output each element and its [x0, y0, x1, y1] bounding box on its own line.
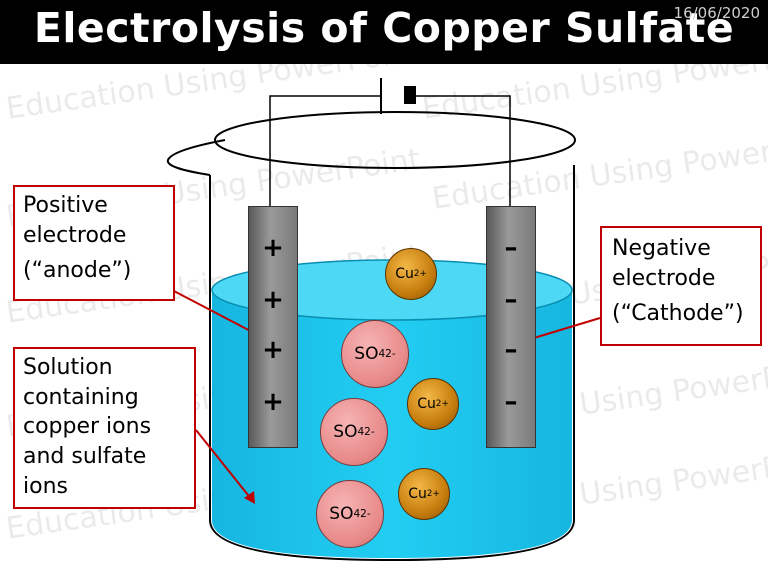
battery-short-plate	[404, 86, 416, 104]
negative-sign: –	[504, 335, 518, 365]
slide-title: Electrolysis of Copper Sulfate	[33, 4, 735, 52]
cathode-label: Negative electrode (“Cathode”)	[600, 226, 762, 346]
solution-liquid	[212, 292, 572, 558]
beaker-rim	[214, 111, 576, 169]
anode-arrow	[171, 289, 259, 336]
positive-sign: +	[262, 335, 284, 365]
anode-electrode: + + + +	[248, 206, 298, 448]
negative-sign: –	[504, 233, 518, 263]
title-bar: Electrolysis of Copper Sulfate 16/06/202…	[0, 0, 768, 64]
cathode-electrode: – – – –	[486, 206, 536, 448]
positive-sign: +	[262, 233, 284, 263]
solution-arrow	[195, 429, 253, 501]
positive-sign: +	[262, 285, 284, 315]
solution-label: Solution containing copper ions and sulf…	[13, 347, 196, 509]
cathode-arrow	[523, 317, 601, 342]
slide-date: 16/06/2020	[673, 4, 760, 22]
circuit-wire	[269, 95, 511, 206]
solution-arrow-head	[244, 491, 255, 504]
negative-sign: –	[504, 285, 518, 315]
beaker-outline	[209, 165, 575, 562]
negative-sign: –	[504, 387, 518, 417]
beaker-spout	[166, 139, 226, 176]
positive-sign: +	[262, 387, 284, 417]
anode-label: Positive electrode (“anode”)	[13, 185, 175, 301]
